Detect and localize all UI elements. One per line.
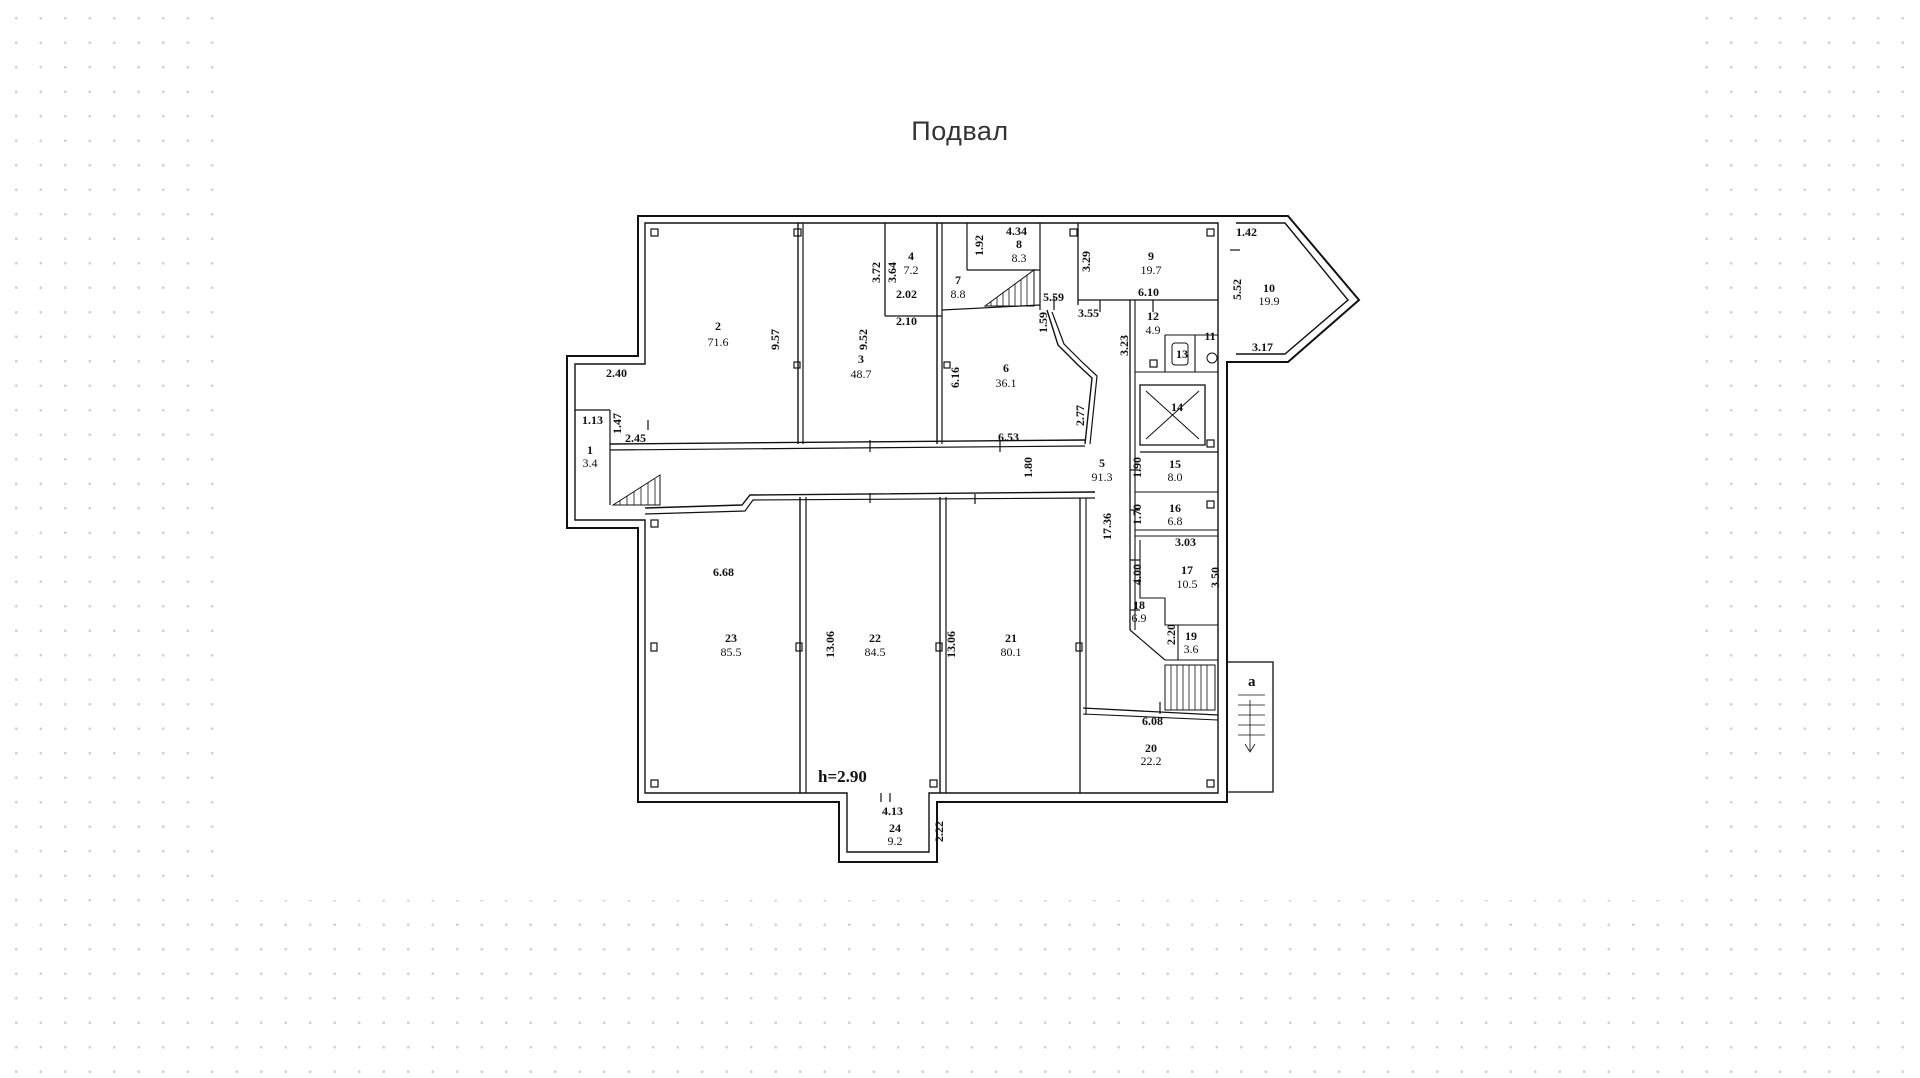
- room-area: 71.6: [708, 335, 729, 349]
- room-area: 22.2: [1141, 754, 1162, 768]
- room-id: 15: [1169, 457, 1181, 471]
- dimension: 3.50: [1208, 567, 1222, 588]
- room-id: 18: [1133, 598, 1145, 612]
- room-area: 8.0: [1168, 470, 1183, 484]
- dimension: 2.77: [1073, 405, 1087, 426]
- entrance-stairs: [1226, 661, 1274, 793]
- room-labels: 1 3.4 2 71.6 3 48.7 4 7.2 5 91.3 6 36.1 …: [583, 237, 1280, 848]
- room-area: 6.9: [1132, 611, 1147, 625]
- dimension: 5.59: [1043, 290, 1064, 304]
- dimension: 6.10: [1138, 285, 1159, 299]
- page-title: Подвал: [911, 116, 1009, 146]
- room-id: 14: [1171, 400, 1183, 414]
- room-id: 5: [1099, 456, 1105, 470]
- stair-7: [983, 269, 1035, 307]
- room-area: 9.2: [888, 834, 903, 848]
- dimension: 6.16: [948, 367, 962, 388]
- dimension: 6.08: [1142, 714, 1163, 728]
- dimension: 2.20: [1164, 624, 1178, 645]
- room-area: 36.1: [996, 376, 1017, 390]
- room-id: 13: [1176, 347, 1188, 361]
- room-id: 6: [1003, 361, 1009, 375]
- stair-left: [611, 474, 661, 506]
- room-area: 3.6: [1184, 642, 1199, 656]
- dimension: 1.47: [610, 413, 624, 434]
- dimension: 1.59: [1036, 312, 1050, 333]
- dimension-labels: 1.42 5.52 3.17 4.34 1.92 3.29 6.10 3.72 …: [582, 224, 1273, 842]
- room-id: 19: [1185, 629, 1197, 643]
- room-area: 84.5: [865, 645, 886, 659]
- room-id: 9: [1148, 249, 1154, 263]
- room-area: 10.5: [1177, 577, 1198, 591]
- dimension: 17.36: [1100, 513, 1114, 540]
- inner-wall: [574, 222, 1219, 853]
- room-id: 12: [1147, 309, 1159, 323]
- dimension: 2.02: [896, 287, 917, 301]
- room-id: 1: [587, 443, 593, 457]
- room-id: 4: [908, 249, 914, 263]
- dimension: 9.52: [856, 329, 870, 350]
- elevator-14: [1139, 384, 1206, 446]
- dimension: 2.10: [896, 314, 917, 328]
- dimension: 1.90: [1130, 457, 1144, 478]
- dimension: 9.57: [768, 329, 782, 350]
- dimension: 1.13: [582, 413, 603, 427]
- room-area: 85.5: [721, 645, 742, 659]
- dimension: 1.70: [1130, 504, 1144, 525]
- dimension: 1.80: [1021, 457, 1035, 478]
- room-id: 20: [1145, 741, 1157, 755]
- room-area: 7.2: [904, 263, 919, 277]
- outer-wall: [566, 215, 1361, 863]
- dimension: 13.06: [823, 631, 837, 658]
- room-area: 3.4: [583, 456, 598, 470]
- dimension: 3.17: [1252, 340, 1273, 354]
- dimension: 5.52: [1230, 279, 1244, 300]
- plan-background: [230, 0, 1690, 900]
- room-id: 23: [725, 631, 737, 645]
- room-id: 22: [869, 631, 881, 645]
- room-id: 2: [715, 319, 721, 333]
- room-area: 4.9: [1146, 323, 1161, 337]
- dimension: 1.92: [972, 235, 986, 256]
- dimension: 13.06: [944, 631, 958, 658]
- room-id: 3: [858, 352, 864, 366]
- ceiling-height-label: h=2.90: [818, 767, 867, 786]
- room-id: 16: [1169, 501, 1181, 515]
- room-id: 7: [955, 273, 961, 287]
- dimension: 4.00: [1130, 564, 1144, 585]
- room-id: 21: [1005, 631, 1017, 645]
- entrance-label: a: [1248, 674, 1256, 690]
- stair-entrance: [1164, 664, 1216, 711]
- room-area: 8.8: [951, 287, 966, 301]
- room-area: 19.7: [1141, 263, 1162, 277]
- dimension: 3.03: [1175, 535, 1196, 549]
- dimension: 3.55: [1078, 306, 1099, 320]
- room-area: 19.9: [1259, 294, 1280, 308]
- dimension: 6.53: [998, 430, 1019, 444]
- dimension: 3.64: [885, 262, 899, 283]
- dimension: 2.22: [932, 821, 946, 842]
- room-id: 10: [1263, 281, 1275, 295]
- dimension: 3.72: [869, 262, 883, 283]
- dimension: 1.42: [1236, 225, 1257, 239]
- room-area: 80.1: [1001, 645, 1022, 659]
- room-area: 48.7: [851, 367, 872, 381]
- room-area: 6.8: [1168, 514, 1183, 528]
- room-10-wall: [1236, 222, 1349, 355]
- dimension: 2.40: [606, 366, 627, 380]
- dimension: 3.23: [1117, 335, 1131, 356]
- dimension: 6.68: [713, 565, 734, 579]
- room-area: 8.3: [1012, 251, 1027, 265]
- room-id: 8: [1016, 237, 1022, 251]
- dimension: 4.34: [1006, 224, 1027, 238]
- room-id: 24: [889, 821, 901, 835]
- dimension: 4.13: [882, 804, 903, 818]
- room-id: 11: [1204, 329, 1215, 343]
- room-area: 91.3: [1092, 470, 1113, 484]
- room-id: 17: [1181, 563, 1193, 577]
- dimension: 3.29: [1079, 251, 1093, 272]
- dimension: 2.45: [625, 431, 646, 445]
